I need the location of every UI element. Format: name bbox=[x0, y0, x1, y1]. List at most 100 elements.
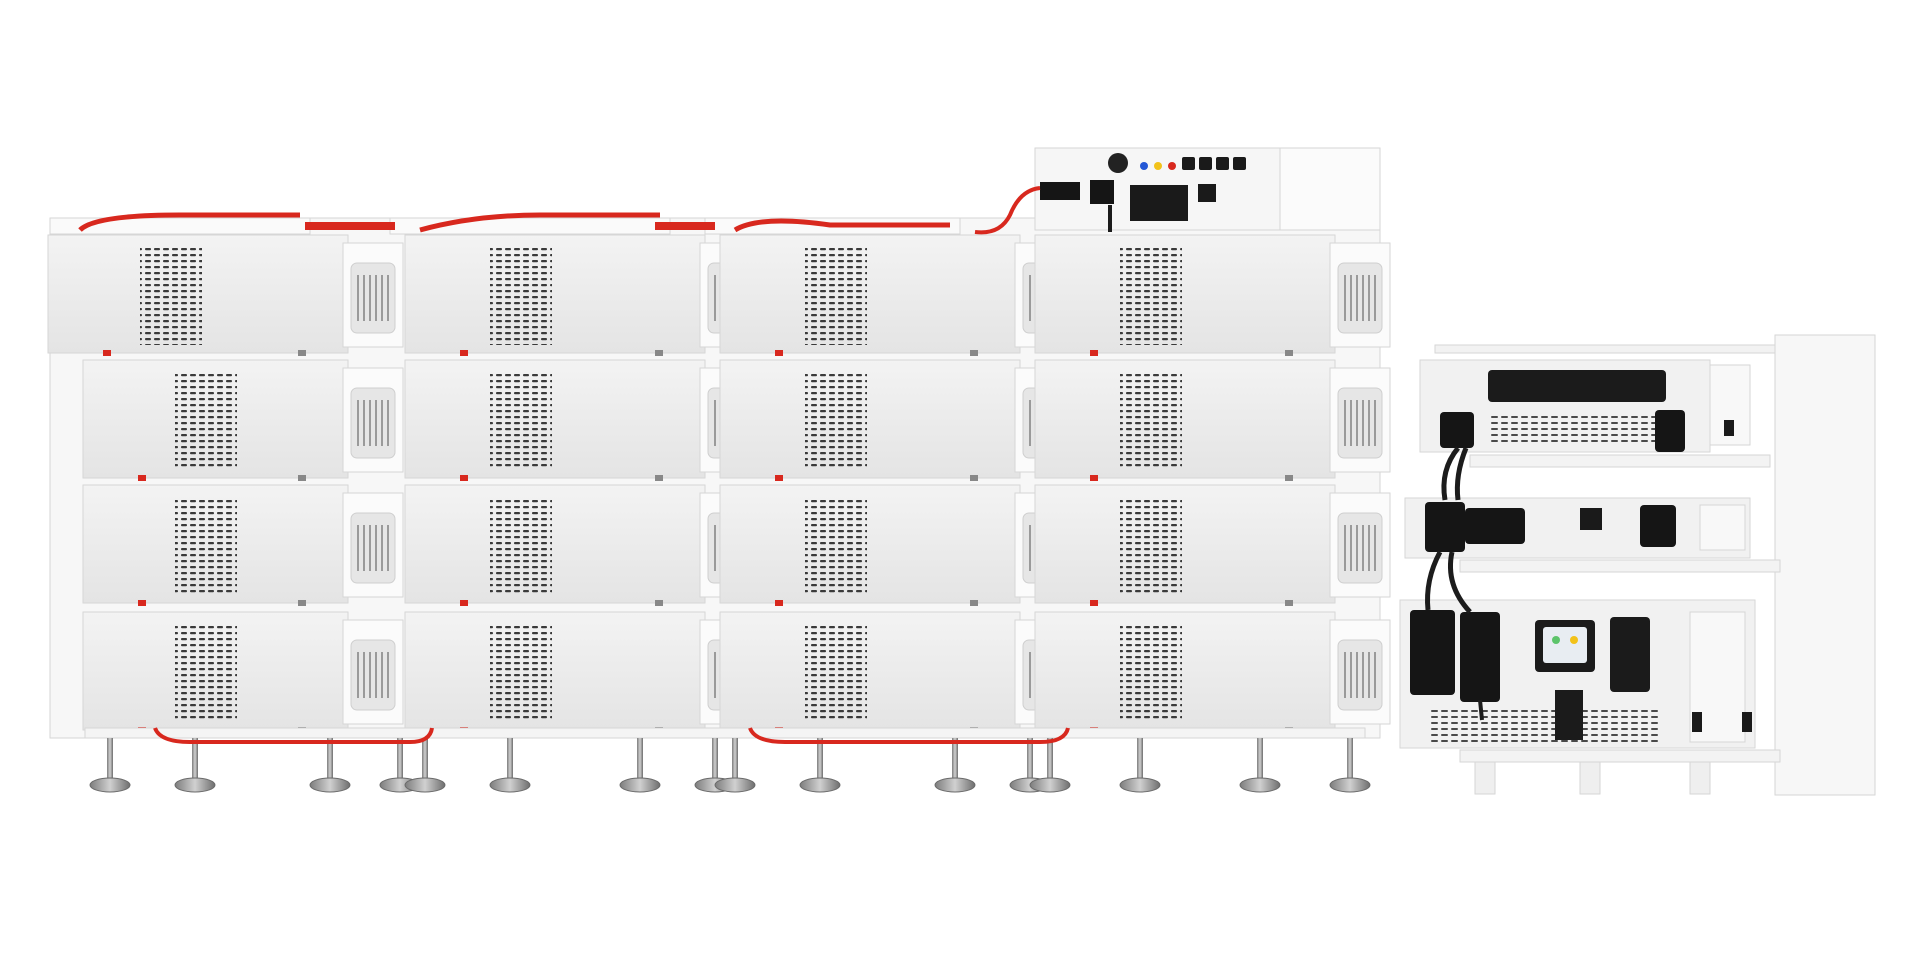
handle-slot bbox=[714, 400, 716, 446]
handle-slot bbox=[357, 275, 359, 321]
handle-slot bbox=[375, 400, 377, 446]
handle-slot bbox=[381, 652, 383, 698]
handle-slot bbox=[375, 525, 377, 571]
module-panel bbox=[404, 484, 706, 604]
terminal-grey bbox=[655, 475, 663, 481]
terminal-grey bbox=[970, 350, 978, 356]
foot-base bbox=[799, 777, 841, 793]
handle-recess bbox=[1337, 639, 1383, 711]
red-busbar bbox=[305, 222, 395, 230]
port bbox=[1182, 157, 1195, 170]
battery-module bbox=[404, 234, 761, 356]
terminal-grey bbox=[655, 600, 663, 606]
unit1-vent bbox=[1490, 415, 1660, 445]
junction-connector bbox=[1440, 412, 1474, 448]
leveling-foot bbox=[489, 738, 531, 793]
vent-grille bbox=[175, 497, 237, 595]
black-cable bbox=[1425, 550, 1443, 611]
handle-slot bbox=[1344, 652, 1346, 698]
terminal-red bbox=[460, 475, 468, 481]
foot-rod bbox=[1347, 738, 1353, 778]
foot-base bbox=[309, 777, 351, 793]
black-cable bbox=[1478, 699, 1484, 721]
handle-slot bbox=[1368, 652, 1370, 698]
terminal-red bbox=[138, 600, 146, 606]
red-cable bbox=[419, 212, 660, 233]
vent-grille bbox=[805, 372, 867, 470]
handle-recess bbox=[1337, 387, 1383, 459]
vent-grille bbox=[140, 247, 202, 345]
main-connector bbox=[1130, 185, 1188, 221]
unit1-switch bbox=[1724, 420, 1734, 436]
handle-slot bbox=[387, 400, 389, 446]
terminal-grey bbox=[1285, 600, 1293, 606]
port bbox=[1216, 157, 1229, 170]
handle-slot bbox=[1029, 525, 1031, 571]
rack-leg bbox=[1474, 761, 1496, 795]
handle-slot bbox=[1356, 652, 1358, 698]
handle-slot bbox=[363, 275, 365, 321]
handle-slot bbox=[1362, 525, 1364, 571]
vent-grille bbox=[805, 624, 867, 722]
foot-base bbox=[404, 777, 446, 793]
terminal-grey bbox=[970, 475, 978, 481]
handle-slot bbox=[1368, 525, 1370, 571]
handle-slot bbox=[369, 275, 371, 321]
cable-plug bbox=[1090, 180, 1114, 204]
handle-slot bbox=[1350, 652, 1352, 698]
handle-slot bbox=[387, 275, 389, 321]
leveling-foot bbox=[174, 738, 216, 793]
leveling-foot bbox=[1119, 738, 1161, 793]
vent-grille bbox=[490, 247, 552, 345]
terminal-grey bbox=[298, 600, 306, 606]
cable-harness bbox=[78, 186, 1484, 744]
black-cable bbox=[1447, 551, 1472, 614]
bms-controller bbox=[1034, 147, 1381, 231]
foot-rod bbox=[637, 738, 643, 778]
foot-base bbox=[1239, 777, 1281, 793]
leveling-foot bbox=[404, 738, 446, 793]
handle-recess bbox=[1337, 262, 1383, 334]
vent-grille bbox=[1120, 372, 1182, 470]
unit2-side bbox=[1699, 504, 1746, 551]
battery-module bbox=[47, 234, 404, 356]
module-panel bbox=[719, 484, 1021, 604]
handle-slot bbox=[1350, 400, 1352, 446]
handle-slot bbox=[1356, 525, 1358, 571]
vent-grille bbox=[1120, 497, 1182, 595]
foot-rod bbox=[1257, 738, 1263, 778]
handle-slot bbox=[381, 400, 383, 446]
foot-rod bbox=[192, 738, 198, 778]
foot-base bbox=[1119, 777, 1161, 793]
unit2-display bbox=[1580, 508, 1602, 530]
handle-slot bbox=[1029, 400, 1031, 446]
terminal-red bbox=[775, 600, 783, 606]
terminal-red bbox=[775, 475, 783, 481]
module-panel bbox=[404, 359, 706, 479]
junction-connector bbox=[1460, 612, 1500, 702]
module-panel bbox=[1034, 359, 1336, 479]
unit3-switch bbox=[1692, 712, 1702, 732]
vent-grille bbox=[1120, 247, 1182, 345]
handle-slot bbox=[369, 525, 371, 571]
vent-grille bbox=[175, 624, 237, 722]
terminal-grey bbox=[655, 350, 663, 356]
module-panel bbox=[1034, 234, 1336, 354]
handle-slot bbox=[363, 400, 365, 446]
rack-shelf bbox=[1459, 749, 1781, 763]
leveling-foot bbox=[934, 738, 976, 793]
foot-base bbox=[174, 777, 216, 793]
handle-slot bbox=[381, 525, 383, 571]
foot-rod bbox=[712, 738, 718, 778]
module-panel bbox=[719, 611, 1021, 731]
base-rail bbox=[84, 727, 1366, 739]
unit3-switch bbox=[1742, 712, 1752, 732]
indicator-blue bbox=[1140, 162, 1148, 170]
handle-slot bbox=[1362, 652, 1364, 698]
leveling-foot bbox=[714, 738, 756, 793]
handle-recess bbox=[1337, 512, 1383, 584]
battery-module bbox=[404, 611, 761, 733]
foot-rod bbox=[1047, 738, 1053, 778]
handle-slot bbox=[1350, 275, 1352, 321]
